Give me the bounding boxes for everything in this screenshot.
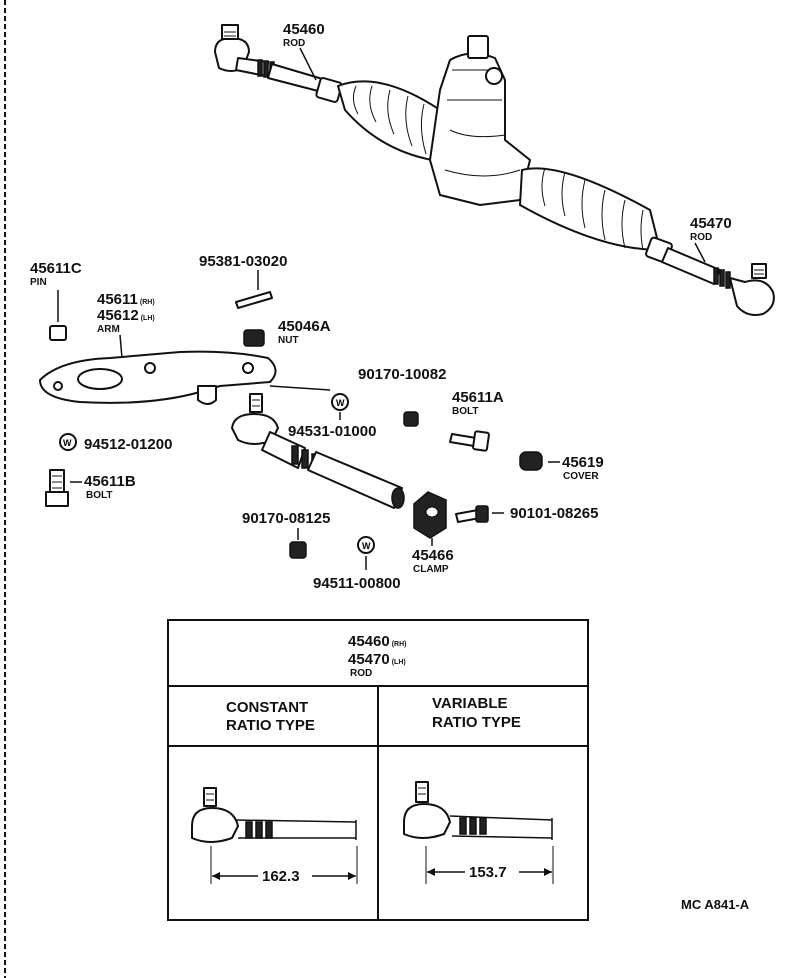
svg-text:W: W: [63, 438, 72, 448]
svg-text:W: W: [336, 398, 345, 408]
washer-94531-01000: W 94531-01000: [288, 393, 376, 440]
bolt-45611b: 45611B BOLT: [45, 469, 136, 507]
svg-text:90170-10082: 90170-10082: [358, 366, 446, 383]
nut-45046a: 45046A NUT: [243, 318, 331, 347]
table-header-name: ROD: [350, 668, 372, 679]
svg-text:45611(RH): 45611(RH): [97, 291, 155, 308]
col-variable-line1: VARIABLE: [432, 695, 508, 712]
label-rod-rh: 45460 ROD: [283, 21, 325, 81]
svg-text:CLAMP: CLAMP: [413, 564, 449, 575]
svg-text:90170-08125: 90170-08125: [242, 510, 330, 527]
boot-left: [337, 80, 441, 161]
table-header-lh: 45470(LH): [348, 651, 406, 668]
svg-text:NUT: NUT: [278, 335, 299, 346]
svg-text:BOLT: BOLT: [452, 406, 478, 417]
svg-text:45466: 45466: [412, 547, 454, 564]
table-header-rh: 45460(RH): [348, 633, 407, 650]
rod-length-table: 45460(RH) 45470(LH) ROD CONSTANT RATIO T…: [167, 619, 589, 921]
svg-text:45612(LH): 45612(LH): [97, 307, 155, 324]
col-constant-line2: RATIO TYPE: [226, 717, 315, 734]
dimension-153-7: 153.7: [469, 864, 507, 881]
svg-text:ARM: ARM: [97, 324, 120, 335]
part-name-rod: ROD: [690, 232, 712, 243]
nut-90170-08125: 90170-08125: [242, 510, 330, 559]
svg-text:94531-01000: 94531-01000: [288, 423, 376, 440]
tie-rod-linkage: [231, 393, 405, 509]
svg-text:W: W: [362, 541, 371, 551]
svg-text:94511-00800: 94511-00800: [313, 575, 401, 592]
col-variable-line2: RATIO TYPE: [432, 714, 521, 731]
cover-45619: 45619 COVER: [519, 451, 604, 482]
svg-text:45611A: 45611A: [452, 389, 504, 406]
pin-45611c: 45611C PIN: [30, 260, 82, 341]
arm-45611-45612: 45611(RH) 45612(LH) ARM: [39, 291, 331, 405]
part-name-rod: ROD: [283, 38, 305, 49]
svg-text:94512-01200: 94512-01200: [84, 436, 172, 453]
bolt-45611a: 45611A BOLT: [449, 389, 504, 452]
dimension-162-3: 162.3: [262, 868, 300, 885]
part-number-45470: 45470: [690, 215, 732, 232]
steering-rack-assembly: [214, 24, 775, 316]
svg-text:COVER: COVER: [563, 471, 599, 482]
rack-housing: [429, 35, 531, 206]
cotter-95381-03020: 95381-03020: [199, 253, 287, 309]
rod-right: [661, 247, 721, 285]
bolt-90101-08265: 90101-08265: [455, 505, 598, 523]
tie-rod-end-right: [713, 263, 775, 316]
svg-text:95381-03020: 95381-03020: [199, 253, 287, 270]
rod-end-constant: 162.3: [191, 787, 358, 885]
col-constant-line1: CONSTANT: [226, 699, 308, 716]
svg-text:PIN: PIN: [30, 277, 47, 288]
svg-text:45619: 45619: [562, 454, 604, 471]
reference-code: MC A841-A: [681, 897, 750, 912]
tie-rod-end-left: [214, 24, 275, 79]
washer-94511-00800: W 94511-00800: [313, 536, 401, 592]
washer-90170-10082: 90170-10082: [358, 366, 446, 427]
part-number-45460: 45460: [283, 21, 325, 38]
boot-right: [519, 167, 661, 251]
svg-text:45046A: 45046A: [278, 318, 331, 335]
rod-end-variable: 153.7: [403, 781, 554, 884]
label-rod-lh: 45470 ROD: [690, 215, 732, 263]
svg-text:90101-08265: 90101-08265: [510, 505, 598, 522]
svg-text:BOLT: BOLT: [86, 490, 112, 501]
svg-text:45611C: 45611C: [30, 260, 82, 277]
clamp-45466: 45466 CLAMP: [412, 491, 454, 575]
svg-text:45611B: 45611B: [84, 473, 136, 490]
washer-94512-01200: W 94512-01200: [59, 433, 172, 453]
